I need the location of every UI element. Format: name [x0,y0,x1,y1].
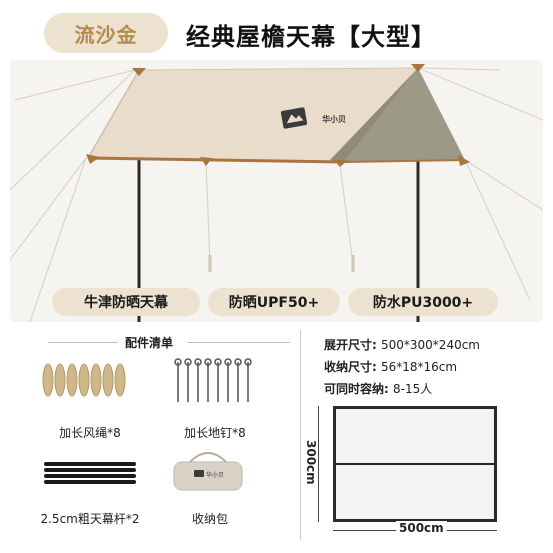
storage-bag-image: 华小贝 [173,452,243,491]
accessory-rope-label: 加长风绳*8 [59,426,121,440]
color-variant-badge: 流沙金 [44,13,168,53]
spec-packed-value: 56*18*16cm [381,360,458,374]
bag-logo-text: 华小贝 [206,471,224,479]
height-dimension-label: 300cm [304,440,318,485]
accessories-title-line-left [48,342,118,343]
feature-upf: 防晒UPF50+ [208,288,340,316]
spec-packed: 收纳尺寸: 56*18*16cm [324,358,457,375]
tarp-dimension-diagram [333,406,497,522]
product-title: 经典屋檐天幕【大型】 [186,22,436,51]
spec-unfolded-key: 展开尺寸: [324,338,377,352]
spec-unfolded-value: 500*300*240cm [381,338,480,352]
accessory-stake-label: 加长地钉*8 [184,426,246,440]
spec-packed-key: 收纳尺寸: [324,360,377,374]
feature-pu: 防水PU3000+ [348,288,498,316]
accessories-title-line-right [188,342,290,343]
tarp-logo-text: 华小贝 [322,114,346,124]
spec-capacity-value: 8-15人 [393,382,433,396]
height-dimension-line [318,406,319,522]
section-divider [300,330,301,540]
feature-oxford: 牛津防晒天幕 [52,288,200,316]
accessories-title: 配件清单 [125,336,174,350]
accessory-pole-label: 2.5cm粗天幕杆*2 [40,512,140,526]
product-image: 华小贝 [10,60,543,322]
tarp-pole-image [44,462,136,484]
tarp-illustration: 华小贝 [10,64,543,322]
accessory-bag-label: 收纳包 [191,512,228,526]
width-dimension-label: 500cm [396,521,447,535]
wind-rope-image [42,363,126,397]
spec-capacity: 可同时容纳: 8-15人 [324,380,432,397]
tarp-center-line [336,463,494,465]
ground-stake-image [174,358,252,402]
spec-unfolded: 展开尺寸: 500*300*240cm [324,336,480,353]
spec-capacity-key: 可同时容纳: [324,382,389,396]
